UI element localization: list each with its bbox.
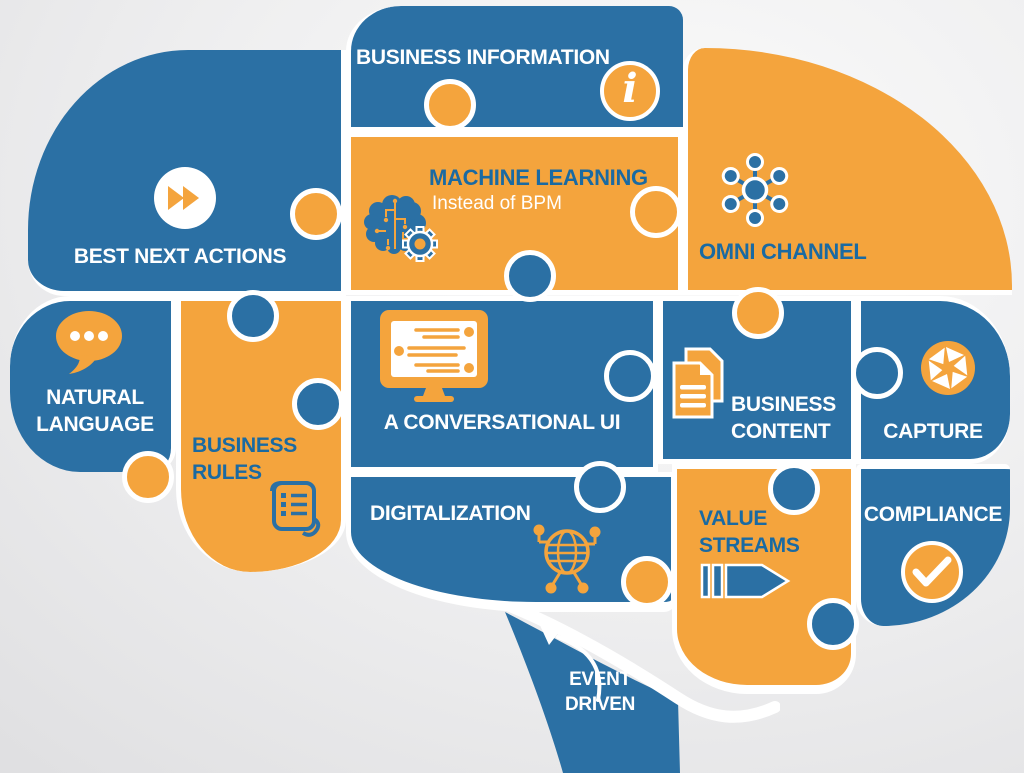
puzzle-knob — [732, 287, 784, 339]
label-value-streams: VALUE STREAMS — [699, 507, 800, 558]
globe-network-icon — [527, 520, 607, 601]
label-capture: CAPTURE — [883, 420, 983, 443]
curved-arrow-icon — [538, 621, 602, 702]
fast-forward-icon — [154, 167, 216, 229]
monitor-chat-icon — [378, 308, 490, 409]
label-natural-language: NATURAL LANGUAGE — [36, 386, 154, 437]
value-stream-icon — [700, 562, 792, 605]
label-best-next-actions: BEST NEXT ACTIONS — [73, 245, 287, 268]
event-flow-band — [489, 594, 780, 723]
info-icon: i — [600, 61, 660, 121]
info-glyph: i — [622, 65, 638, 112]
puzzle-knob — [807, 598, 859, 650]
aperture-icon — [920, 340, 976, 401]
stem-shape — [505, 612, 680, 773]
puzzle-knob — [630, 186, 682, 238]
puzzle-knob — [574, 461, 626, 513]
puzzle-knob — [504, 250, 556, 302]
label-business-rules: BUSINESS RULES — [192, 434, 297, 485]
puzzle-knob — [424, 79, 476, 131]
puzzle-knob — [851, 347, 903, 399]
puzzle-knob — [292, 378, 344, 430]
brain-circuit-icon — [362, 192, 440, 267]
puzzle-knob — [604, 350, 656, 402]
label-compliance: COMPLIANCE — [863, 503, 1003, 526]
hub-network-icon — [717, 152, 793, 233]
puzzle-knob — [227, 290, 279, 342]
label-conversational-ui: A CONVERSATIONAL UI — [383, 411, 621, 434]
label-digitalization: DIGITALIZATION — [370, 502, 531, 525]
speech-bubble-icon — [52, 308, 128, 381]
label-omni-channel: OMNI CHANNEL — [699, 239, 867, 264]
brain-stem — [489, 594, 780, 773]
check-icon — [901, 541, 963, 603]
label-business-information: BUSINESS INFORMATION — [356, 46, 610, 69]
label-event-driven: EVENT DRIVEN — [565, 669, 635, 715]
label-business-content: BUSINESS CONTENT — [731, 393, 836, 444]
puzzle-knob — [621, 556, 673, 608]
puzzle-knob — [768, 463, 820, 515]
puzzle-knob — [290, 188, 342, 240]
label-machine-learning: MACHINE LEARNING — [429, 165, 648, 190]
documents-icon — [670, 347, 726, 426]
scroll-icon — [262, 477, 324, 546]
puzzle-knob — [122, 451, 174, 503]
sublabel-machine-learning: Instead of BPM — [432, 193, 562, 214]
